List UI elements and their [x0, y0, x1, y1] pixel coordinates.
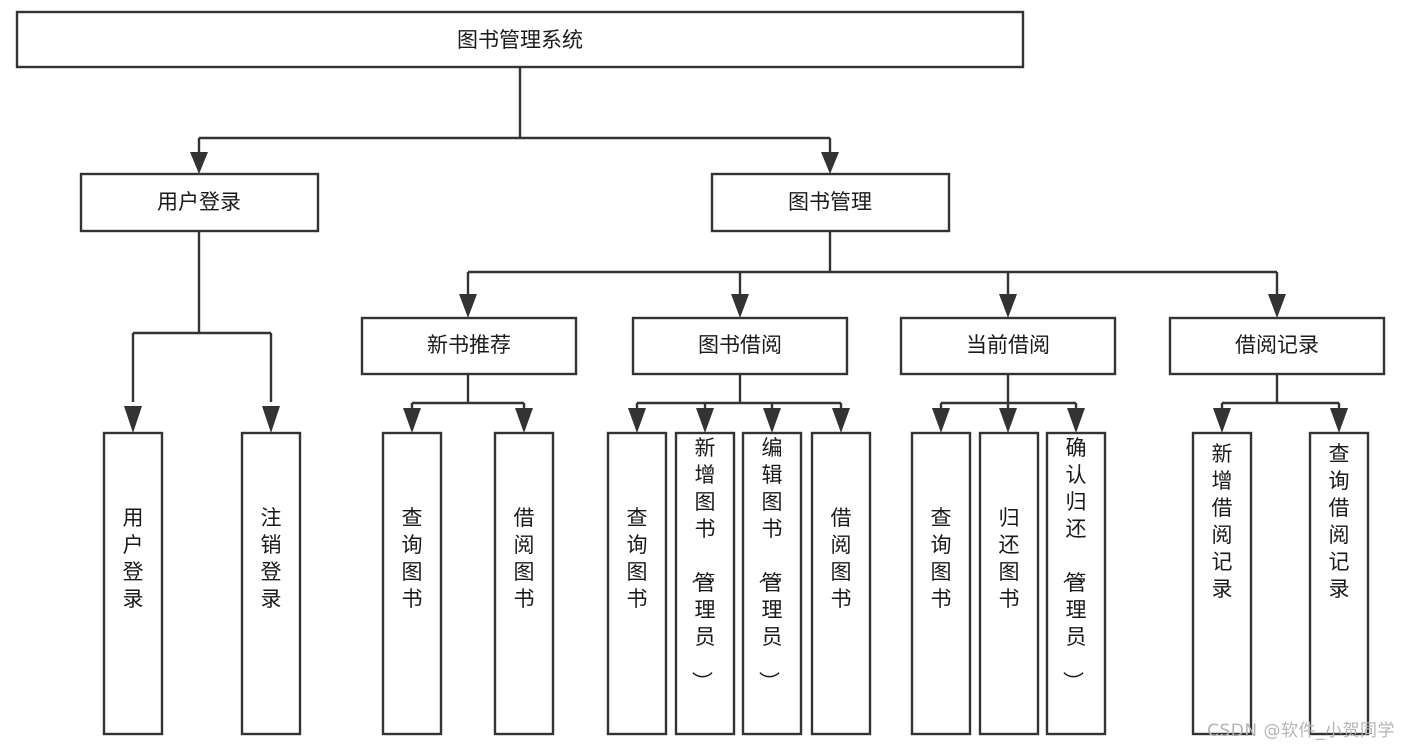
- leaf-return-book-label: 归还图书: [999, 506, 1020, 611]
- user-login-label: 用户登录: [157, 190, 241, 214]
- leaf-query-record-label: 查询借阅记录: [1329, 442, 1350, 601]
- leaf-query-book-1-box: [381, 431, 443, 736]
- leaf-borrow-book-1-label: 借阅图书: [514, 506, 535, 611]
- leaf-query-record-box: [1308, 431, 1370, 736]
- leaf-node-query-book-borrow[interactable]: 查询图书: [606, 431, 668, 736]
- arrow-head-borrow-record: [1268, 294, 1286, 318]
- node-current-borrow[interactable]: 当前借阅: [899, 316, 1117, 376]
- leaf-edit-book-label: 编辑图书（管理员）: [757, 436, 783, 692]
- leaf-add-book-box: [674, 431, 736, 736]
- arrow-head-leaf-borrow-book-1: [515, 408, 533, 433]
- arrow-head-user-login: [190, 152, 208, 174]
- arrow-head-leaf-query-record: [1330, 408, 1348, 433]
- book-management-box: [710, 172, 951, 233]
- root-label: 图书管理系统: [457, 28, 583, 52]
- arrow-head-leaf-return-book: [999, 408, 1017, 433]
- leaf-edit-book-box: [741, 431, 803, 736]
- arrow-head-book-borrow: [731, 294, 749, 318]
- arrow-head-leaf-query-book-2: [628, 408, 646, 433]
- node-root-book-management-system[interactable]: 图书管理系统: [15, 10, 1025, 69]
- arrow-head-leaf-logout: [262, 406, 280, 433]
- node-user-login[interactable]: 用户登录: [79, 172, 320, 233]
- leaf-node-add-borrow-record[interactable]: 新增借阅记录: [1191, 431, 1253, 736]
- leaf-add-book-label: 新增图书（管理员）: [690, 436, 716, 692]
- user-login-box: [79, 172, 320, 233]
- arrow-head-current-borrow: [999, 294, 1017, 318]
- root-box: [15, 10, 1025, 69]
- leaf-borrow-book-2-label: 借阅图书: [831, 506, 852, 611]
- arrow-head-leaf-query-book-3: [932, 408, 950, 433]
- leaf-query-book-3-box: [910, 431, 972, 736]
- arrow-head-leaf-add-book: [696, 408, 714, 433]
- leaf-node-logout[interactable]: 注销登录: [240, 431, 302, 736]
- connector-currentborrow-to-leaves: [939, 374, 1078, 410]
- leaf-node-confirm-return[interactable]: 确认归还（管理员）: [1045, 431, 1107, 736]
- node-borrow-record[interactable]: 借阅记录: [1168, 316, 1386, 376]
- node-new-book-recommend[interactable]: 新书推荐: [360, 316, 578, 376]
- current-borrow-box: [899, 316, 1117, 376]
- leaf-borrow-book-1-box: [493, 431, 555, 736]
- leaf-node-query-book-recommend[interactable]: 查询图书: [381, 431, 443, 736]
- node-book-management[interactable]: 图书管理: [710, 172, 951, 233]
- borrow-record-label: 借阅记录: [1235, 333, 1319, 357]
- book-management-label: 图书管理: [788, 190, 872, 214]
- book-borrow-box: [631, 316, 849, 376]
- arrow-head-new-book-recommend: [459, 294, 477, 318]
- leaf-borrow-book-2-box: [810, 431, 872, 736]
- arrow-head-leaf-confirm-return: [1067, 408, 1085, 433]
- leaf-query-book-2-label: 查询图书: [627, 506, 648, 611]
- new-book-recommend-label: 新书推荐: [427, 333, 511, 357]
- connector-userlogin-to-leaves: [131, 231, 273, 402]
- leaf-query-book-2-box: [606, 431, 668, 736]
- leaf-user-login-label: 用户登录: [123, 506, 144, 611]
- leaf-node-borrow-book-recommend[interactable]: 借阅图书: [493, 431, 555, 736]
- connector-bookmanage-to-level3: [466, 231, 1279, 296]
- leaf-confirm-return-label: 确认归还（管理员）: [1061, 436, 1087, 692]
- connector-newbook-to-leaves: [410, 374, 526, 410]
- leaf-logout-label: 注销登录: [261, 506, 282, 611]
- connector-bookborrow-to-leaves: [635, 374, 843, 410]
- leaf-node-edit-book[interactable]: 编辑图书（管理员）: [741, 431, 803, 736]
- leaf-user-login-box: [102, 431, 164, 736]
- leaf-node-return-book[interactable]: 归还图书: [978, 431, 1040, 736]
- borrow-record-box: [1168, 316, 1386, 376]
- leaf-query-book-1-label: 查询图书: [402, 506, 423, 611]
- book-borrow-label: 图书借阅: [698, 333, 782, 357]
- leaf-node-add-book[interactable]: 新增图书（管理员）: [674, 431, 736, 736]
- leaf-node-borrow-book-2[interactable]: 借阅图书: [810, 431, 872, 736]
- connector-root-to-level2: [197, 67, 832, 160]
- leaf-node-user-login[interactable]: 用户登录: [102, 431, 164, 736]
- leaf-add-record-box: [1191, 431, 1253, 736]
- arrow-head-leaf-add-record: [1213, 408, 1231, 433]
- leaf-logout-box: [240, 431, 302, 736]
- new-book-recommend-box: [360, 316, 578, 376]
- connector-borrowrecord-to-leaves: [1220, 374, 1341, 410]
- arrow-head-book-manage: [821, 152, 839, 174]
- arrow-head-leaf-borrow-book-2: [832, 408, 850, 433]
- leaf-return-book-box: [978, 431, 1040, 736]
- leaf-query-book-3-label: 查询图书: [931, 506, 952, 611]
- current-borrow-label: 当前借阅: [966, 333, 1050, 357]
- csdn-watermark: CSDN @软件_小贺同学: [1207, 721, 1395, 741]
- leaf-add-record-label: 新增借阅记录: [1212, 442, 1233, 601]
- arrow-head-leaf-user-login: [124, 406, 142, 433]
- connector-layer: [124, 67, 1348, 433]
- leaf-node-query-book-current[interactable]: 查询图书: [910, 431, 972, 736]
- leaf-node-query-borrow-record[interactable]: 查询借阅记录: [1308, 431, 1370, 736]
- arrow-head-leaf-edit-book: [763, 408, 781, 433]
- node-book-borrow[interactable]: 图书借阅: [631, 316, 849, 376]
- arrow-head-leaf-query-book-1: [403, 408, 421, 433]
- leaf-confirm-return-box: [1045, 431, 1107, 736]
